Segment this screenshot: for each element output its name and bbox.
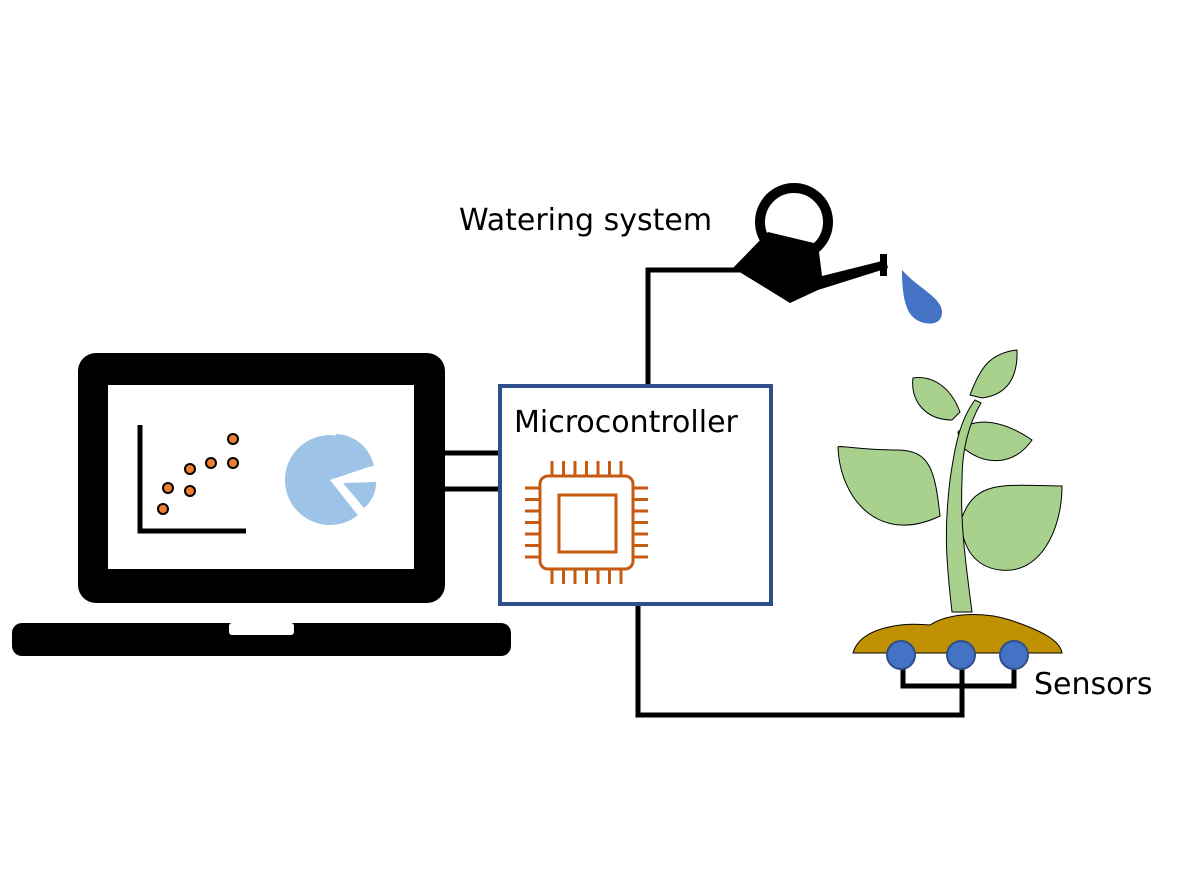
plant-icon (837, 349, 1063, 613)
scatter-point (157, 503, 169, 515)
connection-lines (444, 267, 1017, 718)
microcontroller-label: Microcontroller (514, 405, 738, 440)
laptop-icon (12, 353, 511, 656)
scatter-point (227, 433, 239, 445)
sensors-label: Sensors (1034, 667, 1153, 702)
mcu-sensors-wire (635, 604, 965, 718)
sensors-group (886, 640, 1029, 670)
pie-chart-icon (284, 434, 377, 526)
scatter-point (227, 457, 239, 469)
scatter-point (205, 457, 217, 469)
sensor-icon (886, 640, 916, 670)
scatter-point (184, 485, 196, 497)
watering-can-icon (733, 183, 888, 303)
scatter-plot-icon (137, 425, 246, 534)
water-drop-icon (902, 270, 942, 324)
chip-icon (525, 461, 648, 584)
microcontroller-box (498, 384, 773, 606)
scatter-point (184, 463, 196, 475)
sensor-icon (999, 640, 1029, 670)
sensors-bus-wire (900, 665, 1017, 689)
watering-system-label: Watering system (459, 203, 713, 238)
sensor-icon (946, 640, 976, 670)
scatter-point (162, 482, 174, 494)
mcu-watering-wire (645, 267, 740, 386)
